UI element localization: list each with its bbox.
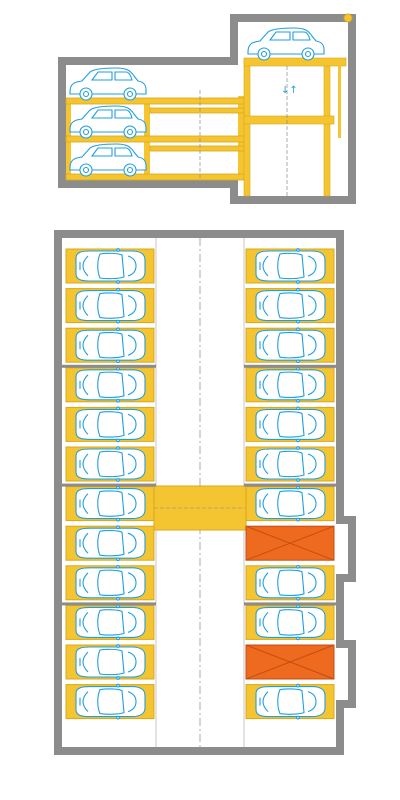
car-side-icon bbox=[69, 105, 147, 139]
car-top-icon bbox=[75, 644, 146, 680]
car-top-icon bbox=[255, 604, 326, 641]
bay-divider bbox=[62, 483, 156, 487]
bay-divider bbox=[244, 483, 336, 487]
car-top-icon bbox=[75, 248, 146, 284]
parking-pallet bbox=[65, 525, 155, 562]
car-top-icon bbox=[75, 366, 146, 403]
car-top-icon bbox=[255, 564, 326, 601]
parking-pallet bbox=[245, 564, 335, 601]
parking-pallet bbox=[65, 406, 155, 443]
parking-pallet bbox=[65, 644, 155, 680]
section-cars bbox=[69, 27, 325, 177]
car-top-icon bbox=[75, 525, 146, 562]
plan-view bbox=[54, 230, 356, 755]
parking-pallet bbox=[65, 327, 155, 364]
car-top-icon bbox=[255, 446, 326, 482]
parking-pallet bbox=[65, 604, 155, 641]
parking-pallet bbox=[245, 683, 335, 720]
car-top-icon bbox=[255, 406, 326, 443]
lift-direction-arrows: ↓↑ bbox=[281, 85, 298, 96]
parking-pallet bbox=[65, 485, 155, 522]
parking-pallet bbox=[245, 327, 335, 364]
car-top-icon bbox=[255, 683, 326, 720]
blocked-bay bbox=[245, 644, 335, 680]
car-top-icon bbox=[75, 287, 146, 324]
parking-pallet bbox=[65, 366, 155, 403]
lift-shaft: ↓↑ bbox=[243, 57, 347, 197]
parking-pallet bbox=[65, 564, 155, 601]
car-top-icon bbox=[75, 683, 146, 720]
section-view: ↓↑ bbox=[58, 13, 356, 204]
parking-pallet bbox=[65, 287, 155, 324]
bay-divider bbox=[62, 364, 156, 368]
bay-divider bbox=[244, 602, 336, 606]
plan-bays bbox=[62, 248, 336, 720]
car-top-icon bbox=[75, 604, 146, 641]
bay-divider bbox=[62, 602, 156, 606]
car-top-icon bbox=[255, 366, 326, 403]
gate-post bbox=[343, 13, 353, 23]
car-top-icon bbox=[75, 446, 146, 482]
parking-pallet bbox=[245, 485, 335, 522]
parking-pallet bbox=[245, 248, 335, 284]
car-side-icon bbox=[247, 27, 325, 61]
parking-pallet bbox=[65, 683, 155, 720]
car-top-icon bbox=[255, 327, 326, 364]
car-top-icon bbox=[75, 327, 146, 364]
parking-pallet bbox=[245, 406, 335, 443]
car-side-icon bbox=[69, 67, 147, 101]
blocked-bay bbox=[245, 525, 335, 561]
parking-pallet bbox=[245, 446, 335, 482]
car-side-icon bbox=[69, 143, 147, 177]
parking-pallet bbox=[245, 366, 335, 403]
car-top-icon bbox=[255, 287, 326, 324]
parking-pallet bbox=[245, 287, 335, 324]
car-top-icon bbox=[75, 485, 146, 522]
car-top-icon bbox=[75, 406, 146, 443]
parking-pallet bbox=[65, 446, 155, 482]
car-top-icon bbox=[75, 564, 146, 601]
rack-shelves bbox=[65, 97, 245, 181]
car-top-icon bbox=[255, 248, 326, 284]
parking-pallet bbox=[65, 248, 155, 284]
parking-pallet bbox=[245, 604, 335, 641]
bay-divider bbox=[244, 364, 336, 368]
car-top-icon bbox=[255, 485, 326, 522]
